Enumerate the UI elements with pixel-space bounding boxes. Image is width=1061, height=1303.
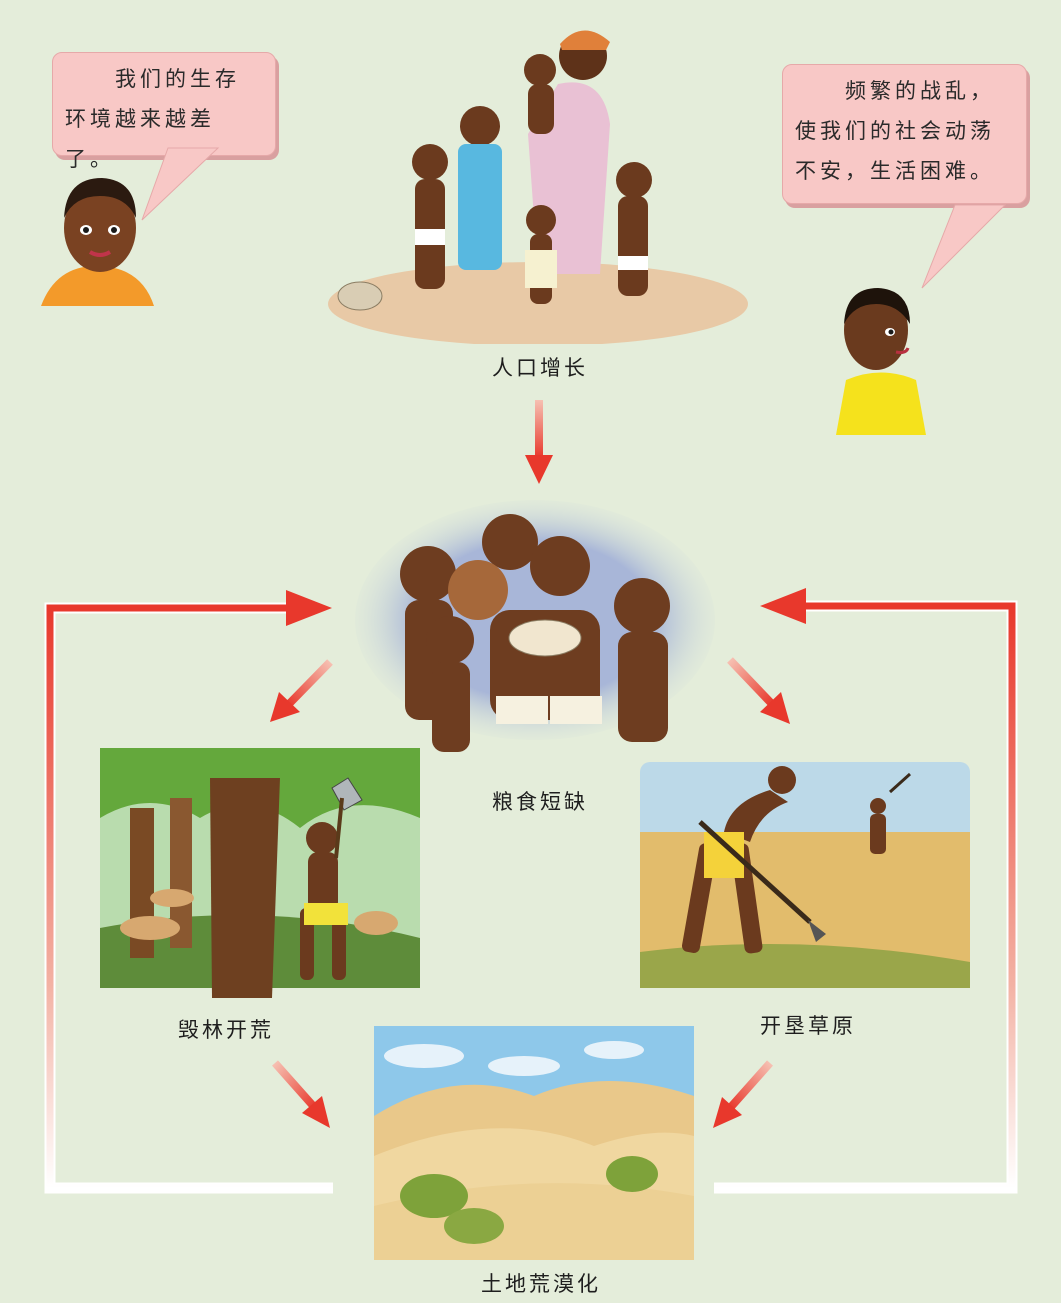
caption-food: 粮食短缺 <box>492 790 588 814</box>
desert-illustration-icon <box>374 1026 694 1260</box>
arrow-grassland-to-desert <box>713 1060 773 1128</box>
loop-right <box>714 588 1018 1194</box>
arrow-population-to-food <box>525 400 553 484</box>
caption-population: 人口增长 <box>492 356 588 380</box>
family-illustration-icon <box>328 30 748 344</box>
caption-deforest: 毁林开荒 <box>178 1018 274 1042</box>
caption-grassland: 开垦草原 <box>760 1014 856 1038</box>
arrow-food-to-grassland <box>727 657 790 724</box>
tree-cutting-illustration-icon <box>100 748 420 998</box>
speech-bubble-left: 我们的生存 环境越来越差了。 <box>52 52 276 171</box>
caption-desert: 土地荒漠化 <box>481 1272 601 1296</box>
child-speaker-right-icon <box>836 288 926 435</box>
arrow-food-to-deforest <box>270 659 333 722</box>
child-speaker-left-icon <box>41 178 154 306</box>
hungry-children-illustration-icon <box>355 500 715 752</box>
loop-left <box>44 590 333 1194</box>
arrow-deforest-to-desert <box>272 1060 330 1128</box>
grassland-plowing-illustration-icon <box>640 762 970 988</box>
speech-bubble-right: 频繁的战乱， 使我们的社会动荡 不安，生活困难。 <box>782 64 1027 204</box>
